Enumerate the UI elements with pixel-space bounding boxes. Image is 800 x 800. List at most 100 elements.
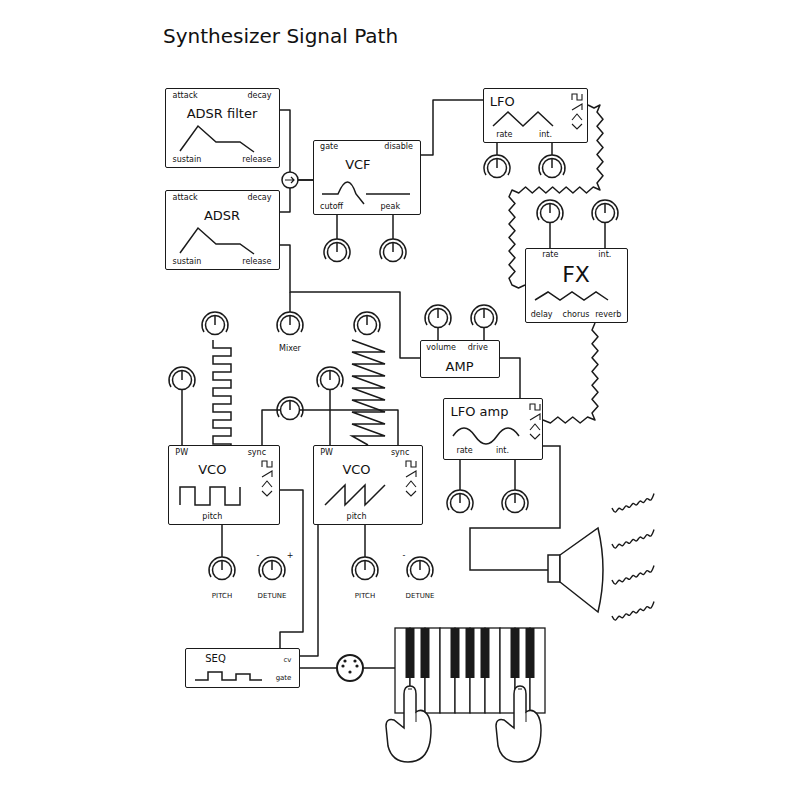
control-label: pitch xyxy=(202,513,222,521)
signal-wire xyxy=(500,358,520,398)
knob-stalk xyxy=(438,327,484,340)
hand xyxy=(496,686,541,762)
oscillator-box: VCOPWsyncpitch xyxy=(313,445,423,525)
knob xyxy=(537,200,563,222)
knob xyxy=(354,312,380,334)
control-label: rate xyxy=(456,447,472,455)
diagram-title: Synthesizer Signal Path xyxy=(163,26,398,46)
module-title: ADSR filter xyxy=(187,107,258,120)
midi-pins xyxy=(341,659,358,673)
effects-box: FXrateint.delaychorusreverb xyxy=(525,248,628,323)
output-wire xyxy=(470,446,560,570)
control-label: attack xyxy=(173,194,198,202)
speaker-cone xyxy=(560,528,603,612)
knob-label: DETUNE xyxy=(258,593,287,600)
control-label: sync xyxy=(248,449,266,457)
control-label: disable xyxy=(384,143,413,151)
control-label: cutoff xyxy=(320,203,343,211)
knob xyxy=(539,155,565,177)
signal-wire xyxy=(280,490,303,648)
step-wave xyxy=(195,672,262,680)
fx-wave xyxy=(535,292,608,300)
knob xyxy=(169,367,195,389)
knob-label: - xyxy=(257,552,260,560)
signal-wire xyxy=(280,245,420,358)
control-label: attack xyxy=(173,92,198,100)
knob-label: PITCH xyxy=(355,593,375,600)
knob xyxy=(259,557,285,579)
control-label: sync xyxy=(391,449,409,457)
knob-stalk xyxy=(182,389,330,445)
control-label: decay xyxy=(247,92,271,100)
control-label: reverb xyxy=(595,311,621,319)
black-key xyxy=(526,628,535,678)
sequencer-box: SEQcvgate xyxy=(185,648,300,688)
knob-label: + xyxy=(287,552,294,560)
signal-wire xyxy=(421,100,483,155)
black-key xyxy=(466,628,475,678)
filter-box: VCFgatedisablecutoffpeak xyxy=(313,140,421,215)
modulation-wire xyxy=(543,323,598,423)
square-wire xyxy=(213,340,231,445)
envelope-curve xyxy=(180,126,254,152)
control-label: PW xyxy=(175,449,188,457)
module-title: VCF xyxy=(345,158,370,171)
control-label: sustain xyxy=(173,156,202,164)
knob xyxy=(447,490,473,512)
envelope-box: ADSR filterattackdecaysustainrelease xyxy=(165,88,280,168)
knob-stalk xyxy=(497,143,552,155)
control-label: gate xyxy=(320,143,338,151)
module-title: VCO xyxy=(198,462,226,475)
filter-curve xyxy=(322,182,410,204)
envelope-box: ADSRattackdecaysustainrelease xyxy=(165,190,280,270)
sound-wave xyxy=(612,602,654,621)
waveform-selector xyxy=(262,461,272,496)
amp-box: AMPvolumedrive xyxy=(420,340,500,378)
knob-stalk xyxy=(222,525,365,557)
control-label: chorus xyxy=(563,311,590,319)
sound-wave xyxy=(612,494,654,513)
black-key xyxy=(481,628,490,678)
knob-stalk xyxy=(550,222,605,248)
knob xyxy=(352,557,378,579)
junction-arrow xyxy=(285,177,294,183)
knob xyxy=(502,490,528,512)
module-title: VCO xyxy=(342,462,370,475)
control-label: int. xyxy=(496,447,509,455)
knob xyxy=(407,557,433,579)
knob-label: DETUNE xyxy=(406,593,435,600)
mixer-wire xyxy=(289,292,291,312)
signal-wire xyxy=(280,110,313,180)
black-key xyxy=(406,628,415,678)
knob xyxy=(471,305,497,327)
control-label: sustain xyxy=(173,258,202,266)
knob xyxy=(277,397,303,419)
junction xyxy=(282,172,298,188)
saw-wave xyxy=(325,485,385,505)
knob xyxy=(317,367,343,389)
knob-label: PITCH xyxy=(212,593,232,600)
control-label: release xyxy=(242,258,271,266)
knob-label: - xyxy=(403,552,406,560)
sine-wave xyxy=(453,428,519,444)
black-key xyxy=(421,628,430,678)
saw-wire xyxy=(352,340,385,445)
midi-socket xyxy=(337,655,363,681)
control-label: int. xyxy=(539,131,552,139)
knob xyxy=(592,200,618,222)
control-label: gate xyxy=(276,674,292,681)
waveform-selector xyxy=(572,94,582,129)
square-wave xyxy=(180,487,240,505)
lfo-box: LFO amprateint. xyxy=(443,398,543,460)
module-title: ADSR xyxy=(204,209,240,222)
control-label: pitch xyxy=(347,513,367,521)
knob xyxy=(425,305,451,327)
control-label: drive xyxy=(468,344,488,352)
knob xyxy=(209,557,235,579)
mixer-label: Mixer xyxy=(279,345,301,353)
sound-wave xyxy=(612,566,654,585)
black-key xyxy=(511,628,520,678)
knob xyxy=(202,312,228,334)
